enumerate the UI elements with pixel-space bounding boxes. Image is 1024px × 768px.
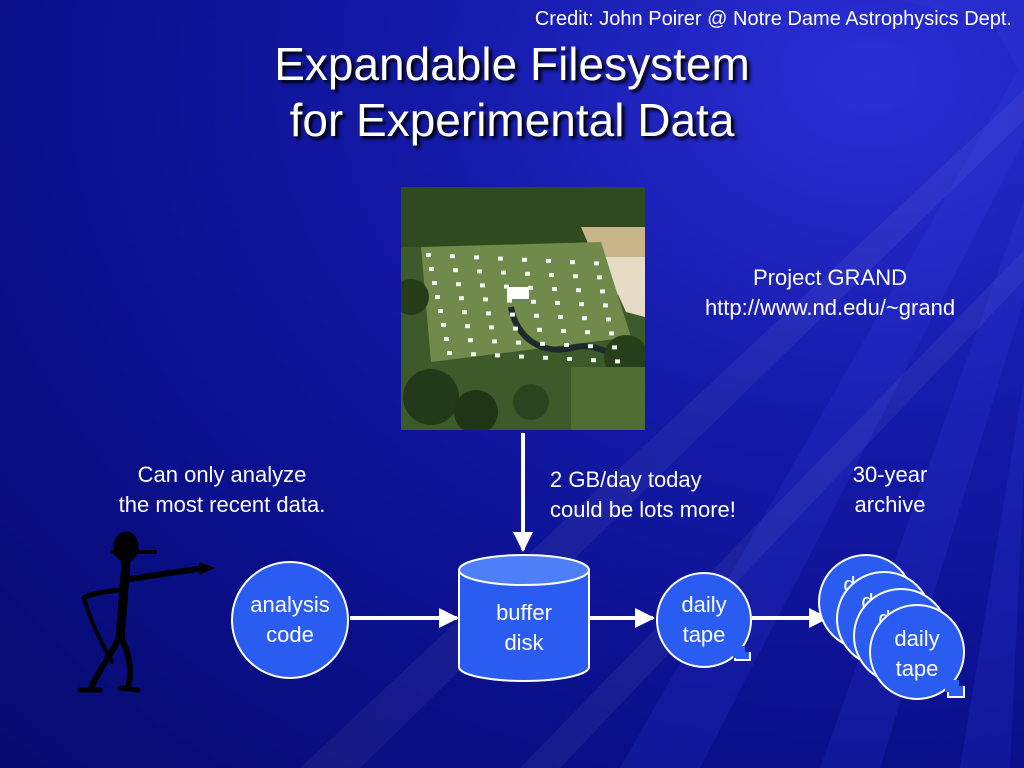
- detector-marker: [429, 267, 434, 271]
- project-label: Project GRAND http://www.nd.edu/~grand: [670, 263, 990, 323]
- buffer-disk-line-1: buffer: [496, 600, 552, 625]
- detector-marker: [588, 344, 593, 349]
- title-line-2: for Experimental Data: [289, 94, 735, 146]
- detector-marker: [540, 341, 545, 346]
- buffer-disk-line-2: disk: [504, 630, 544, 655]
- detector-marker: [594, 261, 599, 266]
- detector-marker: [489, 325, 494, 330]
- detector-marker: [528, 285, 533, 290]
- detector-marker: [609, 331, 614, 336]
- detector-marker: [579, 302, 584, 307]
- detector-marker: [447, 351, 452, 355]
- detector-marker: [486, 311, 491, 316]
- analysis-code-node[interactable]: analysis code: [231, 561, 349, 679]
- detector-marker: [558, 315, 563, 319]
- detector-marker: [450, 254, 455, 259]
- detector-marker: [549, 273, 554, 277]
- detector-marker: [453, 268, 458, 273]
- detector-marker: [504, 284, 509, 289]
- detector-marker: [522, 257, 527, 262]
- detector-marker: [600, 289, 605, 294]
- detector-marker: [468, 338, 473, 343]
- archive-tape-front-line-1: daily: [894, 626, 939, 651]
- archive-tape-front-line-2: tape: [896, 656, 939, 681]
- detector-marker: [456, 282, 461, 287]
- detector-marker: [564, 343, 569, 347]
- detector-marker: [477, 269, 482, 274]
- archive-tape-front: daily tape: [869, 604, 965, 700]
- daily-tape-line-1: daily: [681, 592, 726, 617]
- detector-marker: [534, 313, 539, 318]
- detector-marker: [498, 256, 503, 261]
- archive-tape-stack[interactable]: daily daily daily daily tape: [818, 554, 965, 700]
- detector-marker: [525, 271, 530, 276]
- detector-marker: [543, 355, 548, 360]
- detector-marker: [552, 287, 557, 291]
- detector-marker: [462, 310, 467, 315]
- analyze-note: Can only analyze the most recent data.: [90, 460, 354, 520]
- detector-marker: [606, 317, 611, 322]
- detector-marker: [516, 340, 521, 345]
- pointing-figure-icon: [77, 531, 215, 693]
- detector-marker: [585, 330, 590, 335]
- project-name: Project GRAND: [752, 265, 908, 290]
- detector-marker: [573, 274, 578, 279]
- detector-marker: [426, 253, 431, 257]
- detector-marker: [435, 295, 440, 299]
- detector-marker: [480, 283, 485, 288]
- daily-tape-node[interactable]: daily tape: [656, 572, 752, 668]
- detector-marker: [531, 299, 536, 304]
- detector-marker: [438, 309, 443, 313]
- credit-text: Credit: John Poirer @ Notre Dame Astroph…: [534, 8, 1012, 30]
- rate-note: 2 GB/day today could be lots more!: [550, 465, 790, 525]
- detector-marker: [597, 275, 602, 280]
- title-line-1: Expandable Filesystem: [274, 38, 750, 90]
- detector-marker: [495, 353, 500, 358]
- detector-marker: [537, 327, 542, 332]
- analysis-code-line-2: code: [266, 622, 314, 647]
- detector-marker: [567, 357, 572, 361]
- detector-marker: [432, 281, 437, 285]
- detector-marker: [570, 260, 575, 265]
- detector-marker: [507, 298, 512, 303]
- detector-marker: [459, 296, 464, 301]
- detector-marker: [441, 323, 446, 327]
- detector-marker: [615, 359, 620, 364]
- rate-note-line-2: could be lots more!: [550, 497, 736, 522]
- buffer-disk-node[interactable]: buffer disk: [458, 554, 590, 682]
- detector-marker: [519, 354, 524, 359]
- analysis-code-line-1: analysis: [250, 592, 329, 617]
- detector-marker: [582, 316, 587, 321]
- detector-marker: [501, 270, 506, 275]
- daily-tape-line-2: tape: [683, 622, 726, 647]
- detector-marker: [555, 301, 560, 305]
- detector-marker: [483, 297, 488, 302]
- detector-marker: [471, 352, 476, 357]
- analyze-note-line-1: Can only analyze: [137, 462, 307, 487]
- detector-marker: [474, 255, 479, 260]
- detector-marker: [561, 329, 566, 333]
- detector-marker: [546, 259, 551, 263]
- archive-note-line-1: 30-year: [852, 462, 928, 487]
- aerial-photo: [401, 187, 645, 430]
- detector-marker: [603, 303, 608, 308]
- slide-title: Expandable Filesystem for Experimental D…: [0, 36, 1024, 148]
- detector-marker: [612, 345, 617, 350]
- detector-marker: [591, 358, 596, 363]
- archive-note-line-2: archive: [854, 492, 926, 517]
- detector-marker: [513, 326, 518, 331]
- project-url[interactable]: http://www.nd.edu/~grand: [704, 295, 956, 320]
- rate-note-line-1: 2 GB/day today: [550, 467, 702, 492]
- archive-note: 30-year archive: [815, 460, 965, 520]
- detector-marker: [576, 288, 581, 293]
- detector-marker: [465, 324, 470, 329]
- detector-marker: [492, 339, 497, 344]
- analyze-note-line-2: the most recent data.: [118, 492, 326, 517]
- detector-marker: [510, 312, 515, 317]
- detector-marker: [444, 337, 449, 341]
